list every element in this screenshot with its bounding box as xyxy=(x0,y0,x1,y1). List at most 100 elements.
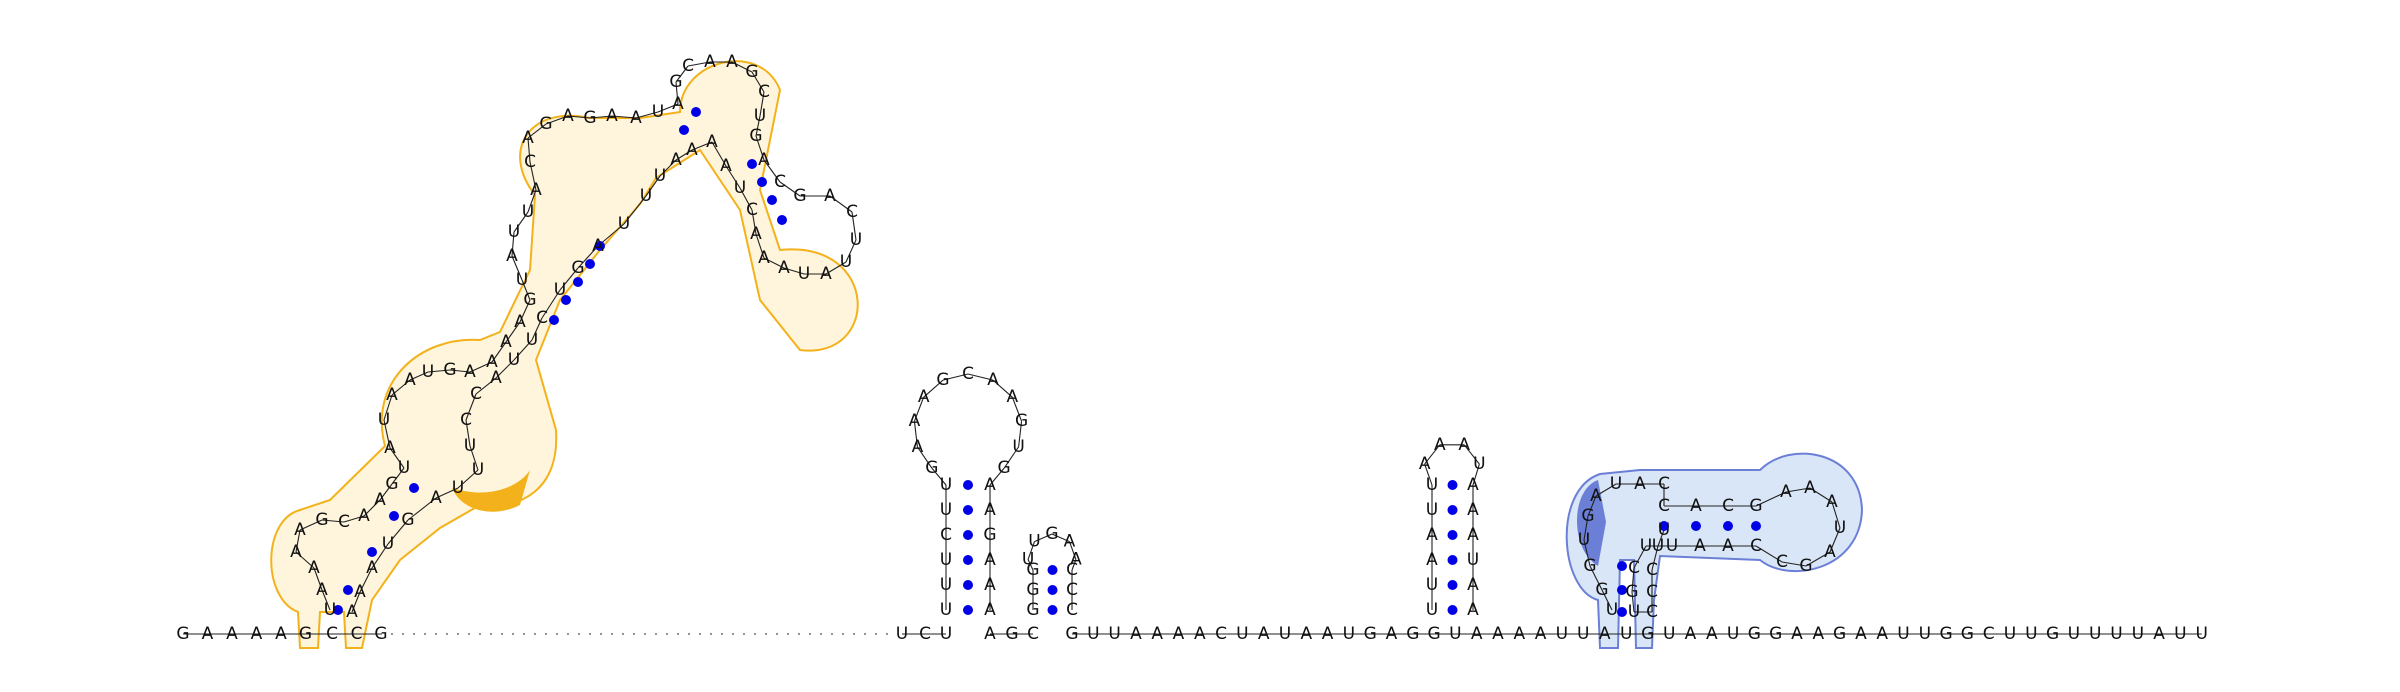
nucleotide: G xyxy=(1428,624,1441,644)
backbone-link xyxy=(725,165,741,189)
domain-nucleotide: G xyxy=(443,360,456,380)
domain-nucleotide: G xyxy=(749,126,762,146)
domain-nucleotide: A xyxy=(354,582,366,602)
domain-nucleotide: C xyxy=(460,410,472,430)
domain-nucleotide: U xyxy=(1578,530,1590,550)
domain-nucleotide: A xyxy=(592,236,604,256)
domain-nucleotide: U xyxy=(640,186,652,206)
domain-nucleotide: U xyxy=(798,264,810,284)
nucleotide: G xyxy=(2046,624,2059,644)
domain-nucleotide: U xyxy=(508,350,520,370)
backbone-link xyxy=(475,377,497,395)
domain-halos xyxy=(270,60,1864,649)
backbone-link xyxy=(779,181,801,197)
nucleotide: A xyxy=(1386,624,1398,644)
nucleotide: A xyxy=(251,624,263,644)
backbone-link xyxy=(469,361,493,373)
nucleotide: U xyxy=(2068,624,2080,644)
domain-nucleotide: C xyxy=(774,172,786,192)
nucleotide: U xyxy=(1343,624,1355,644)
nucleotide: A xyxy=(202,624,214,644)
backbone-link xyxy=(1631,591,1635,613)
nucleotide: U xyxy=(2004,624,2016,644)
nucleotide: A xyxy=(1685,624,1697,644)
backbone-link xyxy=(407,497,437,521)
domain-nucleotide: C xyxy=(536,308,548,328)
nucleotide: G xyxy=(299,624,312,644)
domain-nucleotide: A xyxy=(316,580,328,600)
backbone-link xyxy=(589,115,613,119)
nucleotide: A xyxy=(1812,624,1824,644)
domain-nucleotide: U xyxy=(618,214,630,234)
nucleotide: A xyxy=(226,624,238,644)
domain-nucleotide: A xyxy=(522,128,534,148)
backbone-link xyxy=(491,341,507,363)
nucleotide: G xyxy=(1833,624,1846,644)
base-pair-dot xyxy=(747,159,757,169)
domain-nucleotide: G xyxy=(745,62,758,82)
backbone-link xyxy=(409,371,429,381)
domain-nucleotide: U xyxy=(508,222,520,242)
domain-nucleotide: A xyxy=(290,542,302,562)
backbone-link xyxy=(359,567,373,593)
nucleotide: C xyxy=(1027,624,1039,644)
backbone-link xyxy=(383,394,393,421)
domain-nucleotide: A xyxy=(464,362,476,382)
nucleotide: G xyxy=(1641,624,1654,644)
nucleotide: G xyxy=(1406,624,1419,644)
backbone-link xyxy=(1657,529,1665,547)
backbone-link xyxy=(299,519,323,531)
base-pair-dot xyxy=(1659,521,1669,531)
nucleotide: G xyxy=(1364,624,1377,644)
domain-nucleotide: U xyxy=(422,362,434,382)
backbone-link xyxy=(391,379,411,396)
backbone-link xyxy=(321,519,345,523)
domain-nucleotide: U xyxy=(516,270,528,290)
stem-nucleotide: G xyxy=(983,525,996,545)
nucleotide: A xyxy=(1300,624,1312,644)
backbone-link xyxy=(1805,551,1831,567)
backbone-link xyxy=(313,567,323,591)
backbone-link xyxy=(295,551,315,569)
loop-nucleotide: G xyxy=(925,458,938,478)
base-pair-dot xyxy=(1047,565,1058,575)
backbone-link xyxy=(1472,463,1480,486)
loop-nucleotide: A xyxy=(909,411,921,431)
domain-nucleotide: G xyxy=(1581,506,1594,526)
loop-nucleotide: A xyxy=(1007,387,1019,407)
base-pair-dot xyxy=(561,295,571,305)
domain-nucleotide: C xyxy=(758,82,770,102)
domain-nucleotide: A xyxy=(758,248,770,268)
domain-nucleotide: U xyxy=(1610,474,1622,494)
domain-nucleotide: C xyxy=(1646,582,1658,602)
base-pair-dot xyxy=(963,555,973,565)
backbone-link xyxy=(449,369,471,373)
domain-nucleotide: C xyxy=(1722,496,1734,516)
nucleotide: A xyxy=(1322,624,1334,644)
nucleotide: U xyxy=(1556,624,1568,644)
nucleotide: C xyxy=(351,624,363,644)
domain-nucleotide: C xyxy=(338,512,350,532)
domain-nucleotide: U xyxy=(452,478,464,498)
domain-nucleotide: A xyxy=(1824,542,1836,562)
domain-nucleotide: A xyxy=(384,438,396,458)
backbone-link xyxy=(1068,541,1077,560)
backbone-link xyxy=(513,339,533,361)
stem-nucleotide: A xyxy=(1467,525,1479,545)
base-pair-dot xyxy=(1617,607,1627,617)
loop-nucleotide: A xyxy=(987,370,999,390)
backbone-link xyxy=(1755,545,1783,563)
backbone-link xyxy=(829,195,853,213)
nucleotide: U xyxy=(1897,624,1909,644)
base-pair-dot xyxy=(1047,585,1058,595)
backbone-link xyxy=(1633,545,1647,569)
domain-nucleotide: C xyxy=(1646,602,1658,622)
nucleotide: C xyxy=(326,624,338,644)
domain-nucleotide: U xyxy=(382,534,394,554)
backbone-link xyxy=(1034,533,1053,543)
stem-nucleotide: A xyxy=(1426,525,1438,545)
domain-nucleotide: G xyxy=(1583,556,1596,576)
loop-nucleotide: G xyxy=(1015,411,1028,431)
stem-nucleotide: U xyxy=(940,575,952,595)
loop-nucleotide: A xyxy=(1419,454,1431,474)
